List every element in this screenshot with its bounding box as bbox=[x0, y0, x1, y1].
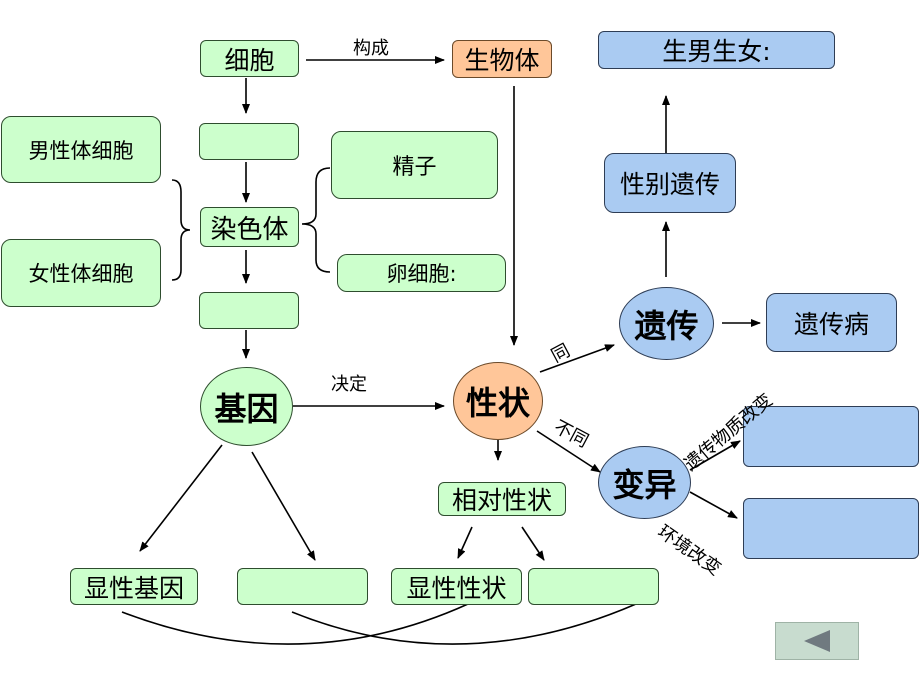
dominant-trait-label: 显性性状 bbox=[406, 573, 507, 603]
variation-blank-box-1 bbox=[743, 406, 919, 467]
egg-cell-node: 卵细胞: bbox=[337, 254, 506, 292]
back-triangle-icon bbox=[804, 630, 830, 652]
blank-gene-box bbox=[237, 568, 368, 605]
trait-label: 性状 bbox=[465, 384, 530, 422]
relative-traits-node: 相对性状 bbox=[438, 482, 566, 516]
heredity-node: 遗传 bbox=[619, 287, 714, 360]
blank-trait-box bbox=[528, 568, 659, 605]
gene-node: 基因 bbox=[200, 367, 293, 446]
male-cell-label: 男性体细胞 bbox=[28, 138, 134, 163]
gene-label: 基因 bbox=[214, 389, 279, 428]
heredity-label: 遗传 bbox=[634, 306, 699, 345]
chromosome-node: 染色体 bbox=[200, 207, 299, 247]
boy-girl-label: 生男生女: bbox=[662, 37, 771, 66]
back-button[interactable] bbox=[775, 622, 859, 660]
cell-label: 细胞 bbox=[224, 45, 275, 75]
relative-traits-label: 相对性状 bbox=[451, 486, 552, 515]
organism-node: 生物体 bbox=[452, 40, 552, 78]
blank-box-2 bbox=[199, 292, 299, 329]
egg-label: 卵细胞: bbox=[386, 262, 457, 286]
variation-label: 变异 bbox=[612, 465, 677, 504]
sex-inheritance-label: 性别遗传 bbox=[619, 170, 720, 199]
chromosome-label: 染色体 bbox=[210, 214, 289, 245]
boy-or-girl-node: 生男生女: bbox=[598, 31, 835, 69]
compose-label: 构成 bbox=[353, 38, 389, 59]
dominant-trait-node: 显性性状 bbox=[391, 568, 522, 605]
variation-blank-box-2 bbox=[743, 498, 919, 559]
sperm-label: 精子 bbox=[392, 155, 437, 180]
dominant-gene-label: 显性基因 bbox=[83, 573, 184, 603]
female-cell-label: 女性体细胞 bbox=[28, 262, 134, 286]
sex-inheritance-node: 性别遗传 bbox=[604, 153, 736, 213]
trait-node: 性状 bbox=[453, 362, 543, 440]
cell-node: 细胞 bbox=[200, 40, 299, 77]
blank-box-1 bbox=[199, 123, 299, 160]
genetic-disease-node: 遗传病 bbox=[766, 293, 897, 352]
genetic-disease-label: 遗传病 bbox=[793, 309, 869, 339]
male-somatic-cell-node: 男性体细胞 bbox=[1, 116, 161, 183]
organism-label: 生物体 bbox=[464, 46, 540, 75]
sperm-node: 精子 bbox=[331, 131, 498, 199]
dominant-gene-node: 显性基因 bbox=[70, 568, 198, 605]
female-somatic-cell-node: 女性体细胞 bbox=[1, 239, 161, 307]
variation-node: 变异 bbox=[598, 446, 691, 519]
determine-label: 决定 bbox=[331, 374, 367, 395]
